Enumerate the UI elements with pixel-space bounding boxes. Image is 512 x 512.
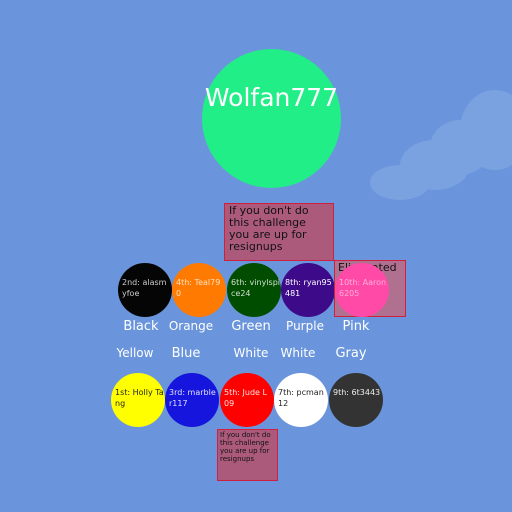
team-label-white: White xyxy=(233,346,269,360)
player-label: 1st: Holly Tang xyxy=(115,388,164,408)
player-circle-yellow[interactable]: 1st: Holly Tang xyxy=(111,373,165,427)
team-label-yellow: Yellow xyxy=(116,346,154,360)
player-label: 8th: ryan95481 xyxy=(285,278,332,298)
player-circle-red[interactable]: 5th: Jude L 09 xyxy=(220,373,274,427)
player-label: 9th: 6t3443 xyxy=(333,388,381,397)
team-label-purple: Purple xyxy=(286,319,324,333)
player-label: 7th: pcman12 xyxy=(278,388,324,408)
player-circle-gray[interactable]: 9th: 6t3443 xyxy=(329,373,383,427)
player-circle-pink[interactable]: 10th: Aaron6205 xyxy=(335,263,389,317)
team-label-white: White xyxy=(280,346,316,360)
player-circle-orange[interactable]: 4th: Teal790 xyxy=(172,263,226,317)
challenge-warning-note: If you don't do this challenge you are u… xyxy=(224,203,334,261)
player-circle-blue[interactable]: 3rd: marbler117 xyxy=(165,373,219,427)
cloud-decoration xyxy=(460,90,512,170)
team-label-orange: Orange xyxy=(168,319,214,333)
player-circle-white[interactable]: 7th: pcman12 xyxy=(274,373,328,427)
player-label: 4th: Teal790 xyxy=(176,278,221,298)
player-circle-green[interactable]: 6th: vinylspice24 xyxy=(227,263,281,317)
main-player-circle[interactable]: Wolfan777 xyxy=(202,49,341,188)
challenge-warning-note-small: If you don't do this challenge you are u… xyxy=(217,429,278,481)
player-label: 6th: vinylspice24 xyxy=(231,278,280,298)
player-label: 2nd: alasmyfoe xyxy=(122,278,167,298)
team-label-blue: Blue xyxy=(171,346,201,361)
player-circle-black[interactable]: 2nd: alasmyfoe xyxy=(118,263,172,317)
player-circle-purple[interactable]: 8th: ryan95481 xyxy=(281,263,335,317)
player-label: 5th: Jude L 09 xyxy=(224,388,267,408)
team-label-gray: Gray xyxy=(335,346,367,361)
team-label-green: Green xyxy=(231,319,271,334)
main-player-name: Wolfan777 xyxy=(204,83,339,112)
team-label-pink: Pink xyxy=(342,319,370,334)
cloud-decoration xyxy=(370,165,430,200)
player-label: 3rd: marbler117 xyxy=(169,388,216,408)
team-label-black: Black xyxy=(123,319,159,334)
player-label: 10th: Aaron6205 xyxy=(339,278,387,298)
